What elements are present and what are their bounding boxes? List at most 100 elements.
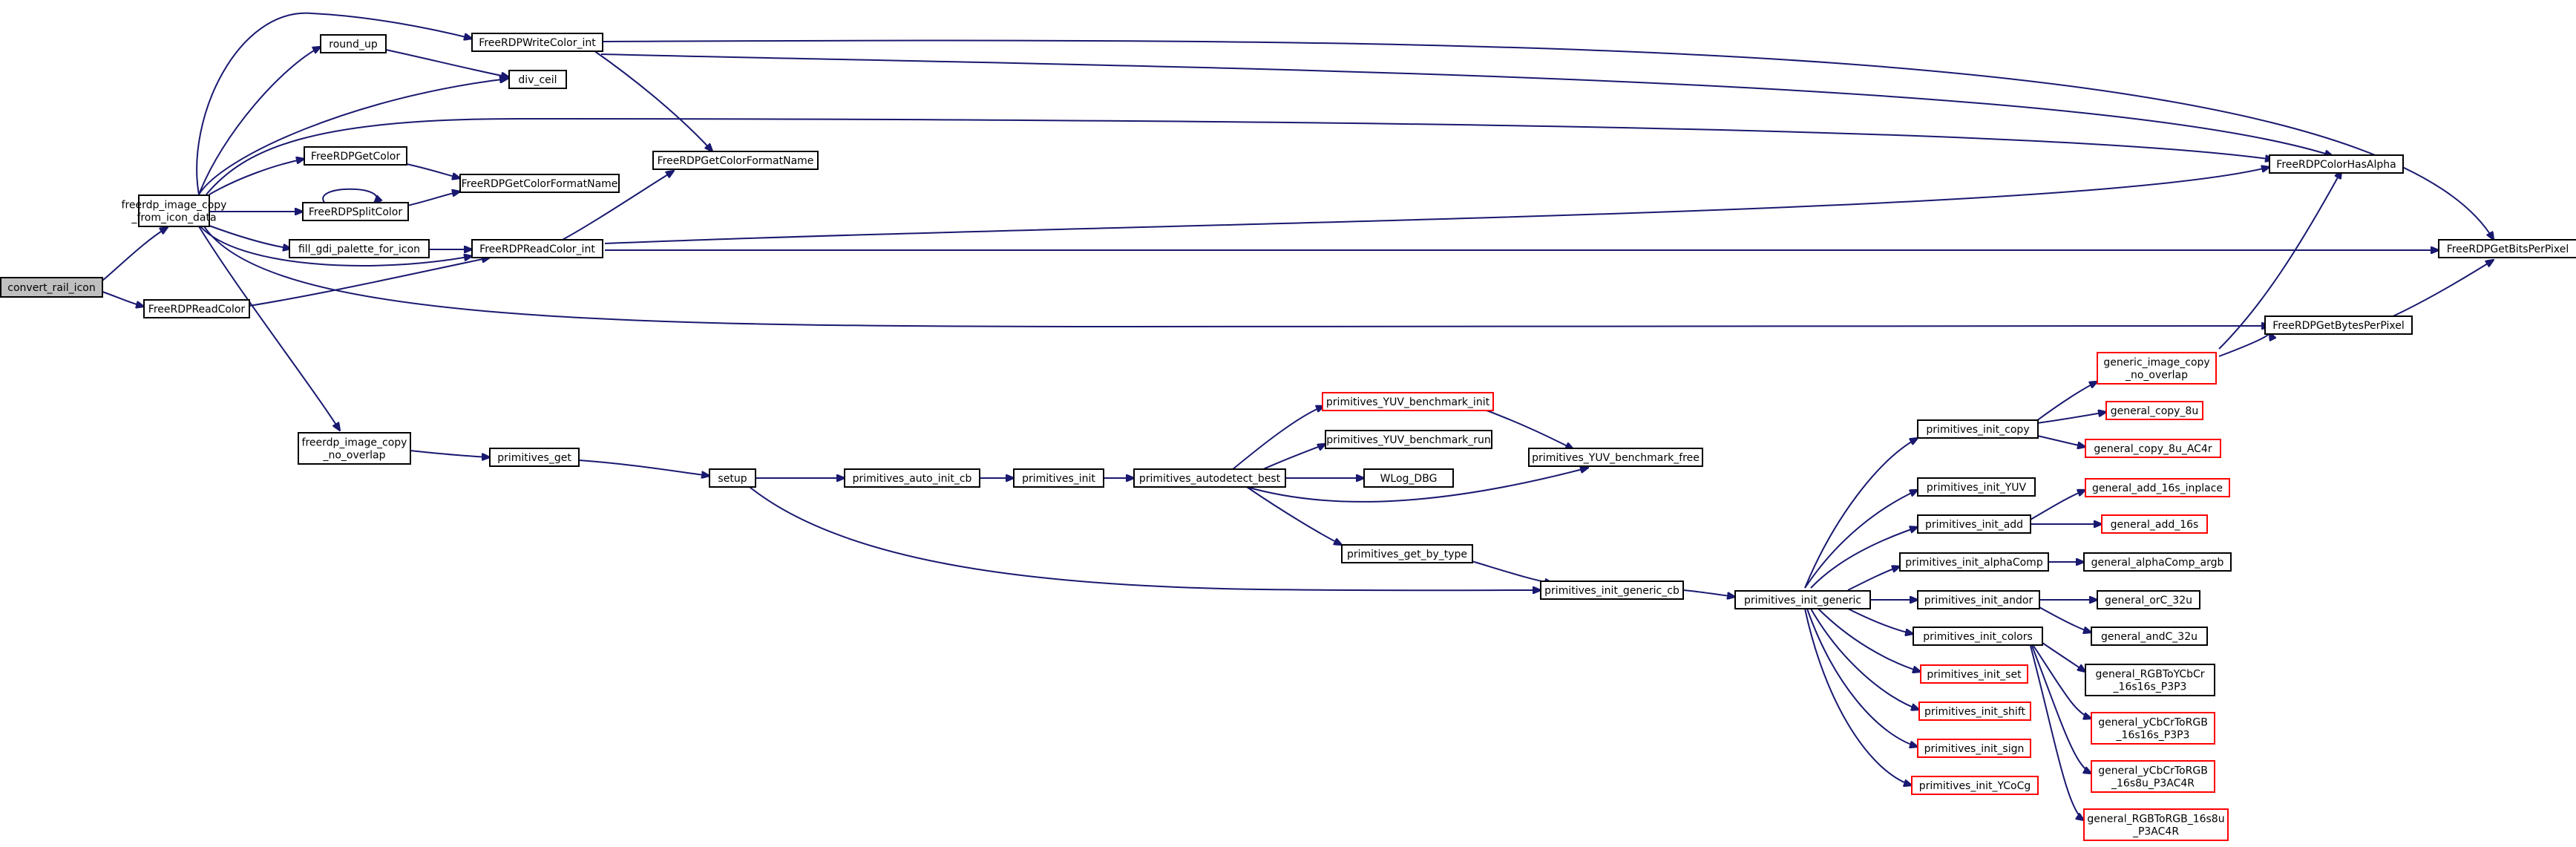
node-wlog-dbg[interactable]: WLog_DBG [1363, 468, 1454, 488]
node-primitives-init-andor[interactable]: primitives_init_andor [1917, 590, 2040, 609]
node-primitives-get[interactable]: primitives_get [489, 448, 580, 467]
node-box[interactable] [304, 146, 407, 166]
node-primitives-yuv-benchmark-run[interactable]: primitives_YUV_benchmark_run [1325, 430, 1492, 449]
node-box[interactable] [709, 468, 756, 488]
node-primitives-init-generic[interactable]: primitives_init_generic [1734, 590, 1871, 609]
node-box[interactable] [138, 194, 210, 227]
node-box[interactable] [2085, 439, 2221, 458]
node-box[interactable] [1911, 776, 2039, 795]
node-box[interactable] [2085, 664, 2215, 696]
node-box[interactable] [2105, 401, 2203, 420]
node-box[interactable] [1917, 739, 2031, 758]
node-box[interactable] [2097, 590, 2200, 609]
node-freerdp-get-bits-per-pixel[interactable]: FreeRDPGetBitsPerPixel [2438, 239, 2576, 258]
node-box[interactable] [459, 174, 620, 193]
node-box[interactable] [1913, 627, 2043, 646]
node-general-add-16s[interactable]: general_add_16s [2101, 514, 2208, 534]
node-primitives-init-add[interactable]: primitives_init_add [1917, 514, 2031, 534]
node-box[interactable] [489, 448, 580, 467]
node-freerdp-image-copy-from-icon-data[interactable]: freerdp_image_copy_from_icon_data [122, 194, 227, 227]
node-box[interactable] [2269, 154, 2404, 174]
node-box[interactable] [289, 239, 430, 258]
node-freerdp-get-color-format-name-b[interactable]: FreeRDPGetColorFormatName [652, 151, 819, 170]
node-box[interactable] [2091, 627, 2208, 646]
node-box[interactable] [1899, 552, 2049, 572]
node-box[interactable] [1917, 477, 2036, 497]
node-box[interactable] [2091, 760, 2215, 793]
node-box[interactable] [1540, 581, 1684, 600]
node-box[interactable] [844, 468, 980, 488]
node-primitives-init-colors[interactable]: primitives_init_colors [1913, 627, 2043, 646]
node-primitives-init-shift[interactable]: primitives_init_shift [1918, 702, 2031, 721]
node-general-copy-8u-ac4r[interactable]: general_copy_8u_AC4r [2085, 439, 2221, 458]
node-box[interactable] [652, 151, 819, 170]
node-div-ceil[interactable]: div_ceil [508, 70, 567, 89]
node-box[interactable] [1363, 468, 1454, 488]
node-general-ycbcr-to-rgb-16s16s[interactable]: general_yCbCrToRGB_16s16s_P3P3 [2091, 712, 2215, 745]
node-convert-rail-icon[interactable]: convert_rail_icon [0, 277, 103, 298]
node-box[interactable] [1917, 514, 2031, 534]
node-freerdp-image-copy-no-overlap[interactable]: freerdp_image_copy_no_overlap [298, 432, 411, 465]
node-primitives-yuv-benchmark-init[interactable]: primitives_YUV_benchmark_init [1322, 392, 1494, 411]
node-freerdp-get-bytes-per-pixel[interactable]: FreeRDPGetBytesPerPixel [2264, 315, 2413, 335]
node-box[interactable] [2085, 478, 2230, 497]
node-primitives-init-alpha-comp[interactable]: primitives_init_alphaComp [1899, 552, 2049, 572]
node-box[interactable] [1917, 590, 2040, 609]
node-general-rgb-to-ycbcr[interactable]: general_RGBToYCbCr_16s16s_P3P3 [2085, 664, 2215, 696]
node-primitives-autodetect-best[interactable]: primitives_autodetect_best [1133, 468, 1286, 488]
node-general-rgb-to-rgb[interactable]: general_RGBToRGB_16s8u_P3AC4R [2083, 808, 2229, 841]
node-box[interactable] [1918, 702, 2031, 721]
node-box[interactable] [1734, 590, 1871, 609]
node-box[interactable] [2097, 352, 2217, 385]
node-general-orc-32u[interactable]: general_orC_32u [2097, 590, 2200, 609]
node-primitives-yuv-benchmark-free[interactable]: primitives_YUV_benchmark_free [1528, 448, 1703, 467]
node-box[interactable] [1013, 468, 1104, 488]
node-primitives-init-set[interactable]: primitives_init_set [1920, 664, 2028, 684]
node-box[interactable] [1325, 430, 1492, 449]
node-freerdp-get-color[interactable]: FreeRDPGetColor [304, 146, 407, 166]
node-box[interactable] [1917, 419, 2039, 439]
node-general-andc-32u[interactable]: general_andC_32u [2091, 627, 2208, 646]
node-freerdp-read-color[interactable]: FreeRDPReadColor [143, 299, 250, 318]
node-box[interactable] [2264, 315, 2413, 335]
node-general-alpha-comp-argb[interactable]: general_alphaComp_argb [2083, 552, 2232, 572]
node-fill-gdi-palette-for-icon[interactable]: fill_gdi_palette_for_icon [289, 239, 430, 258]
node-box[interactable] [1341, 544, 1473, 563]
node-box[interactable] [471, 239, 603, 258]
node-primitives-init[interactable]: primitives_init [1013, 468, 1104, 488]
node-general-ycbcr-to-rgb-16s8u[interactable]: general_yCbCrToRGB_16s8u_P3AC4R [2091, 760, 2215, 793]
node-general-copy-8u[interactable]: general_copy_8u [2105, 401, 2203, 420]
node-freerdp-split-color[interactable]: FreeRDPSplitColor [302, 202, 409, 221]
node-setup[interactable]: setup [709, 468, 756, 488]
node-freerdp-color-has-alpha[interactable]: FreeRDPColorHasAlpha [2269, 154, 2404, 174]
node-round-up[interactable]: round_up [320, 34, 387, 53]
node-box[interactable] [1133, 468, 1286, 488]
node-general-add-16s-inplace[interactable]: general_add_16s_inplace [2085, 478, 2230, 497]
node-primitives-init-copy[interactable]: primitives_init_copy [1917, 419, 2039, 439]
node-box[interactable] [2438, 239, 2576, 258]
node-primitives-init-generic-cb[interactable]: primitives_init_generic_cb [1540, 581, 1684, 600]
node-box[interactable] [302, 202, 409, 221]
node-primitives-auto-init-cb[interactable]: primitives_auto_init_cb [844, 468, 980, 488]
node-freerdp-read-color-int[interactable]: FreeRDPReadColor_int [471, 239, 603, 258]
node-box[interactable] [508, 70, 567, 89]
node-freerdp-get-color-format-name-a[interactable]: FreeRDPGetColorFormatName [459, 174, 620, 193]
node-box[interactable] [2091, 712, 2215, 745]
node-primitives-init-ycocg[interactable]: primitives_init_YCoCg [1911, 776, 2039, 795]
node-box[interactable] [2101, 514, 2208, 534]
node-box[interactable] [2083, 552, 2232, 572]
node-primitives-init-yuv[interactable]: primitives_init_YUV [1917, 477, 2036, 497]
node-freerdp-write-color-int[interactable]: FreeRDPWriteColor_int [471, 33, 603, 52]
node-primitives-init-sign[interactable]: primitives_init_sign [1917, 739, 2031, 758]
node-primitives-get-by-type[interactable]: primitives_get_by_type [1341, 544, 1473, 563]
node-box[interactable] [1920, 664, 2028, 684]
node-box[interactable] [1322, 392, 1494, 411]
node-box[interactable] [320, 34, 387, 53]
node-box[interactable] [298, 432, 411, 465]
node-box[interactable] [1528, 448, 1703, 467]
node-box[interactable] [471, 33, 603, 52]
node-box[interactable] [0, 277, 103, 298]
node-generic-image-copy-no-overlap[interactable]: generic_image_copy_no_overlap [2097, 352, 2217, 385]
node-box[interactable] [2083, 808, 2229, 841]
node-box[interactable] [143, 299, 250, 318]
